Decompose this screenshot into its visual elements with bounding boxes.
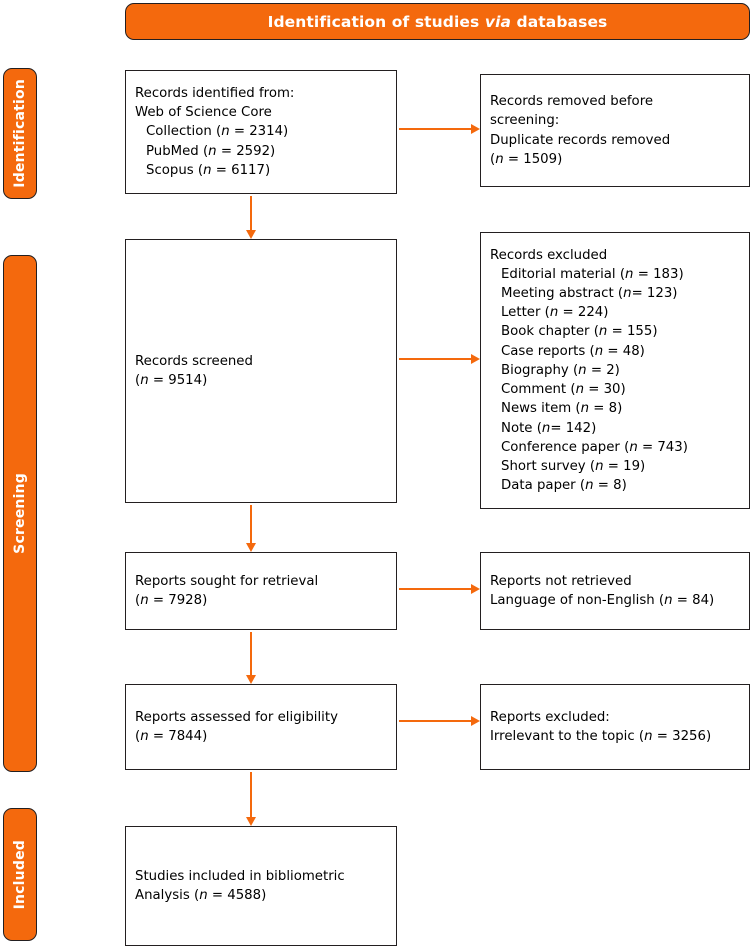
- records-excluded-item: Book chapter (n = 155): [501, 324, 658, 340]
- records-screened-line1: Records screened: [135, 353, 253, 369]
- arrow-sought-to-assessed: [250, 632, 253, 676]
- reports-assessed-count: (n = 7844): [135, 729, 208, 744]
- records-excluded-item: Conference paper (n = 743): [501, 439, 688, 455]
- box-records-screened: Records screened (n = 9514): [125, 239, 397, 503]
- stage-tab-included-label: Included: [12, 839, 28, 910]
- stage-tab-identification: Identification: [3, 68, 37, 199]
- records-identified-pubmed: PubMed (n = 2592): [146, 143, 276, 159]
- reports-excluded-irrelevant: Irrelevant to the topic (n = 3256): [490, 729, 712, 744]
- box-reports-sought-for-retrieval: Reports sought for retrieval (n = 7928): [125, 552, 397, 630]
- stage-tab-identification-label: Identification: [12, 79, 28, 188]
- records-excluded-title: Records excluded: [490, 247, 608, 263]
- studies-included-line1: Studies included in bibliometric: [135, 868, 345, 884]
- stage-tab-screening-label: Screening: [12, 473, 28, 554]
- reports-sought-count: (n = 7928): [135, 593, 208, 608]
- records-removed-line2: screening:: [490, 113, 560, 129]
- reports-excluded-line1: Reports excluded:: [490, 709, 610, 725]
- records-excluded-item: Note (n= 142): [501, 420, 597, 436]
- records-screened-count: (n = 9514): [135, 373, 208, 388]
- reports-not-retrieved-language: Language of non-English (n = 84): [490, 593, 715, 608]
- stage-tab-included: Included: [3, 808, 37, 941]
- records-identified-scopus: Scopus (n = 6117): [146, 162, 271, 178]
- arrow-screened-to-excluded: [399, 358, 472, 361]
- records-excluded-item: Letter (n = 224): [501, 305, 609, 321]
- stage-tab-screening: Screening: [3, 255, 37, 772]
- records-excluded-item: Short survey (n = 19): [501, 458, 646, 474]
- arrow-sought-to-notretrieved: [399, 588, 472, 591]
- arrow-screened-to-sought: [250, 505, 253, 544]
- records-removed-line1: Records removed before: [490, 94, 654, 110]
- reports-assessed-line1: Reports assessed for eligibility: [135, 709, 338, 725]
- records-removed-count: (n = 1509): [490, 151, 563, 167]
- arrow-identified-to-removed: [399, 128, 472, 131]
- box-records-identified: Records identified from: Web of Science …: [125, 70, 397, 194]
- box-reports-excluded: Reports excluded: Irrelevant to the topi…: [480, 684, 750, 770]
- records-identified-collection: Collection (n = 2314): [146, 124, 289, 140]
- banner-title-italic: via: [484, 12, 512, 31]
- records-identified-line2: Web of Science Core: [135, 105, 272, 121]
- records-excluded-item: Case reports (n = 48): [501, 343, 645, 359]
- records-excluded-item: News item (n = 8): [501, 401, 623, 417]
- records-excluded-item: Meeting abstract (n= 123): [501, 286, 678, 302]
- box-reports-not-retrieved: Reports not retrieved Language of non-En…: [480, 552, 750, 630]
- box-reports-assessed-for-eligibility: Reports assessed for eligibility (n = 78…: [125, 684, 397, 770]
- reports-sought-line1: Reports sought for retrieval: [135, 573, 319, 589]
- records-excluded-item: Data paper (n = 8): [501, 478, 627, 494]
- banner-identification-via-databases: Identification of studies via databases: [125, 3, 750, 40]
- arrow-identified-to-screened: [250, 196, 253, 231]
- records-removed-line3: Duplicate records removed: [490, 132, 671, 148]
- box-records-excluded: Records excluded Editorial material (n =…: [480, 232, 750, 509]
- records-excluded-item: Editorial material (n = 183): [501, 266, 684, 282]
- banner-title: Identification of studies via databases: [267, 12, 608, 31]
- records-excluded-item: Comment (n = 30): [501, 382, 626, 398]
- box-records-removed-before-screening: Records removed before screening: Duplic…: [480, 74, 750, 187]
- reports-not-retrieved-line1: Reports not retrieved: [490, 573, 632, 589]
- records-identified-line1: Records identified from:: [135, 85, 295, 101]
- records-excluded-item: Biography (n = 2): [501, 362, 620, 378]
- arrow-assessed-to-included: [250, 772, 253, 818]
- arrow-assessed-to-reports-excluded: [399, 720, 472, 723]
- box-studies-included: Studies included in bibliometric Analysi…: [125, 826, 397, 946]
- studies-included-count: Analysis (n = 4588): [135, 888, 267, 903]
